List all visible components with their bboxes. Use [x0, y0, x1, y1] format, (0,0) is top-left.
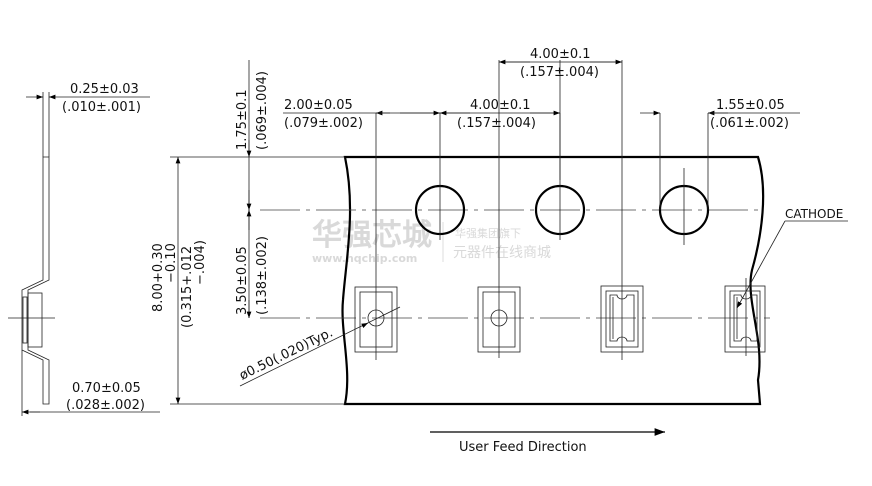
- hole-diameter-mm: 1.55±0.05: [716, 98, 785, 113]
- hole-edge-mm: 1.75±0.1: [235, 89, 250, 150]
- hole-to-pocket-mm: 3.50±0.05: [235, 246, 250, 315]
- width-in-minus: −.004): [193, 240, 208, 285]
- hole-to-pocket-in: (.138±.002): [255, 236, 270, 315]
- top-dimensions: [283, 59, 800, 210]
- width-mm-minus: −0.10: [164, 243, 179, 283]
- carrier-tape: [260, 155, 770, 406]
- svg-text:华强集团旗下: 华强集团旗下: [455, 226, 521, 240]
- watermark: 华强芯城 www.hqchip.com 华强集团旗下 元器件在线商城: [312, 218, 551, 265]
- thickness-mm: 0.25±0.03: [70, 82, 139, 97]
- pocket-pitch-mm: 4.00±0.1: [530, 47, 591, 62]
- hole-pitch-mm: 4.00±0.1: [470, 98, 531, 113]
- hole-edge-in: (.069±.004): [255, 71, 270, 150]
- feed-direction-label: User Feed Direction: [459, 440, 587, 455]
- small-hole-label: ø0.50(.020)Typ.: [237, 325, 335, 383]
- pocket-pitch-in: (.157±.004): [520, 65, 599, 80]
- hole-pitch-in: (.157±.004): [457, 116, 536, 131]
- side-view: [8, 92, 160, 416]
- left-dimensions: [170, 60, 345, 405]
- pocket-depth-mm: 0.70±0.05: [72, 381, 141, 396]
- svg-text:华强芯城: 华强芯城: [312, 218, 432, 253]
- pocket-2: [477, 60, 521, 358]
- pocket-to-hole-in: (.079±.002): [284, 116, 363, 131]
- cathode-label: CATHODE: [785, 207, 843, 221]
- svg-text:www.hqchip.com: www.hqchip.com: [312, 252, 417, 265]
- svg-text:元器件在线商城: 元器件在线商城: [453, 245, 551, 261]
- pocket-3-with-diode: [600, 60, 644, 360]
- pockets: [354, 60, 766, 360]
- pocket-depth-in: (.028±.002): [66, 398, 145, 413]
- sprocket-holes: [414, 60, 710, 245]
- width-in: (0.315+.012: [180, 246, 195, 328]
- pocket-to-hole-mm: 2.00±0.05: [284, 98, 353, 113]
- hole-diameter-in: (.061±.002): [710, 116, 789, 131]
- width-mm: 8.00+0.30: [151, 243, 166, 312]
- thickness-in: (.010±.001): [62, 100, 141, 115]
